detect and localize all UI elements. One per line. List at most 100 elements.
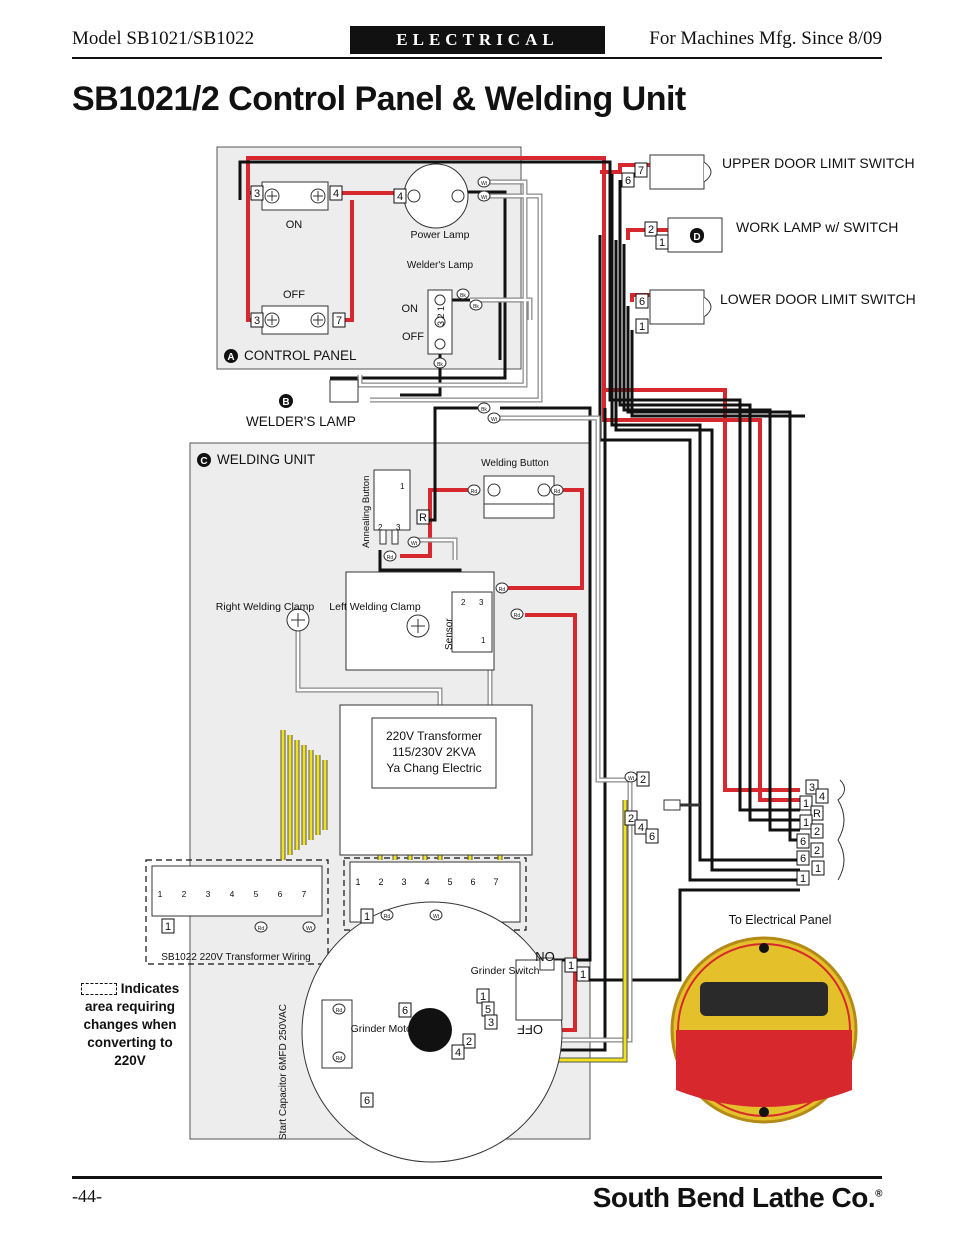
work-term-2: 2: [648, 224, 654, 236]
transformer-line-1: 220V Transformer: [386, 729, 482, 743]
switch-term-1a: 1: [568, 960, 574, 972]
switch-term-1c: 1: [480, 991, 486, 1003]
anneal-term-2: 2: [378, 523, 383, 532]
grinder-motor-label: Grinder Motor: [351, 1023, 416, 1035]
tag-rd-1: Rd: [471, 489, 478, 495]
panel-term-2: 1: [803, 798, 809, 810]
transformer-wiring-area: [145, 859, 329, 965]
tag-rd-2-outline: [550, 484, 564, 496]
tag-rd-7: Rd: [258, 926, 265, 932]
right-clamp-label: Right Welding Clamp: [216, 601, 315, 613]
upper-switch-label: UPPER DOOR LIMIT SWITCH: [722, 155, 915, 171]
switch-on-label: ON: [286, 219, 303, 231]
sensor-term-2: 2: [461, 598, 466, 607]
lower-term-6: 6: [639, 296, 645, 308]
tag-rd-5: Rd: [514, 613, 521, 619]
lower-term-1-box: [635, 318, 649, 334]
tag-rd-1-outline: [467, 484, 481, 496]
grinder-plug-2-box: [636, 771, 650, 787]
sb1022-block-1-box: [161, 918, 175, 934]
grinder-switch-on: ON: [535, 949, 555, 964]
tag-rd-8-outline: [332, 1003, 346, 1015]
tag-rd-9: Rd: [336, 1056, 343, 1062]
upper-term-6-box: [621, 172, 635, 188]
control-panel-letter-circle: [224, 349, 238, 363]
right-welding-clamp: [286, 608, 310, 632]
switch-term-3: 3: [488, 1017, 494, 1029]
panel-term-9-box: [811, 860, 825, 876]
transformer-line-3: Ya Chang Electric: [386, 761, 481, 775]
transformer-term-5: 5: [447, 877, 452, 887]
tag-wt-5: Wt: [628, 776, 635, 782]
lamp-term-4-box: [393, 188, 407, 204]
lamp-switch-on: ON: [402, 303, 419, 315]
grinder-plug-6-box: [645, 828, 659, 844]
transformer-term-2: 2: [378, 877, 383, 887]
lower-door-switch: [649, 289, 712, 325]
tag-bk-4-outline: [477, 402, 491, 414]
tag-rd-3-outline: [383, 550, 397, 562]
footer-rule: [72, 1176, 882, 1179]
sb1022-term-5: 5: [254, 889, 259, 899]
tag-rd-4: Rd: [499, 587, 506, 593]
tag-bk-4: Bk: [481, 407, 487, 413]
tag-bk-2-outline: [469, 299, 483, 311]
off-switch: [261, 305, 329, 335]
motor-term-6b-box: [360, 1092, 374, 1108]
panel-term-10: 1: [800, 873, 806, 885]
off-term-3: 3: [254, 315, 260, 327]
switch-term-1b: 1: [580, 969, 586, 981]
switch-term-4-box: [451, 1044, 465, 1060]
tag-rd-4-outline: [495, 582, 509, 594]
grinder-plug-2b-box: [624, 810, 638, 826]
panel-term-4-box: [799, 814, 813, 830]
control-panel-box: [216, 146, 522, 370]
sensor-label: Sensor: [444, 618, 455, 650]
panel-term-4: 1: [803, 817, 809, 829]
welders-lamp-box-label: WELDER'S LAMP: [246, 414, 356, 429]
transformer-term-7: 7: [493, 877, 498, 887]
page-title: SB1021/2 Control Panel & Welding Unit: [72, 80, 686, 118]
panel-term-2-box: [799, 795, 813, 811]
tag-wt-2-outline: [477, 190, 491, 202]
welding-unit-letter: C: [200, 456, 207, 467]
tag-wt-3-outline: [487, 412, 501, 424]
tag-rd-7-outline: [254, 921, 268, 933]
power-lamp-label: Power Lamp: [411, 229, 470, 241]
tag-rd-8: Rd: [336, 1008, 343, 1014]
annealing-button: [373, 469, 411, 545]
tag-wt-4-outline: [407, 536, 421, 548]
welders-lamp-letter: B: [282, 397, 289, 408]
tag-wt-1: Wt: [481, 181, 488, 187]
tag-wt-6-outline: [429, 909, 443, 921]
motor-term-6-box: [398, 1002, 412, 1018]
tag-rd-5-outline: [510, 608, 524, 620]
electrical-panel-terminals: [837, 779, 845, 881]
anneal-term-r: R: [419, 512, 427, 524]
tag-wt-3: Wt: [491, 417, 498, 423]
grinder-cable-plug: [663, 799, 700, 811]
panel-term-9: 1: [815, 863, 821, 875]
work-lamp-letter-circle: [690, 229, 704, 243]
transformer: [339, 704, 533, 856]
grinder-switch-label: Grinder Switch: [471, 965, 540, 977]
welding-unit-label: WELDING UNIT: [217, 452, 315, 467]
lamp-term-4: 4: [397, 191, 403, 203]
tag-bk-2: Bk: [473, 304, 479, 310]
off-term-7-box: [332, 312, 346, 328]
tag-wt-4: Wt: [411, 541, 418, 547]
page-number: -44-: [72, 1186, 102, 1206]
switch-term-2-box: [462, 1033, 476, 1049]
power-lamp: [403, 163, 469, 229]
anneal-term-1: 1: [400, 482, 405, 491]
transformer-wiring-label: SB1022 220V Transformer Wiring: [161, 952, 311, 963]
upper-term-7: 7: [638, 165, 644, 177]
switch-off-label: OFF: [283, 289, 305, 301]
work-term-1-box: [655, 234, 669, 250]
control-panel-label: CONTROL PANEL: [244, 348, 357, 363]
work-term-1: 1: [659, 237, 665, 249]
grinder-switch-off: OFF: [517, 1022, 543, 1037]
panel-term-0-box: [805, 779, 819, 795]
grinder-plug-6: 6: [649, 831, 655, 843]
transformer-term-4: 4: [424, 877, 429, 887]
